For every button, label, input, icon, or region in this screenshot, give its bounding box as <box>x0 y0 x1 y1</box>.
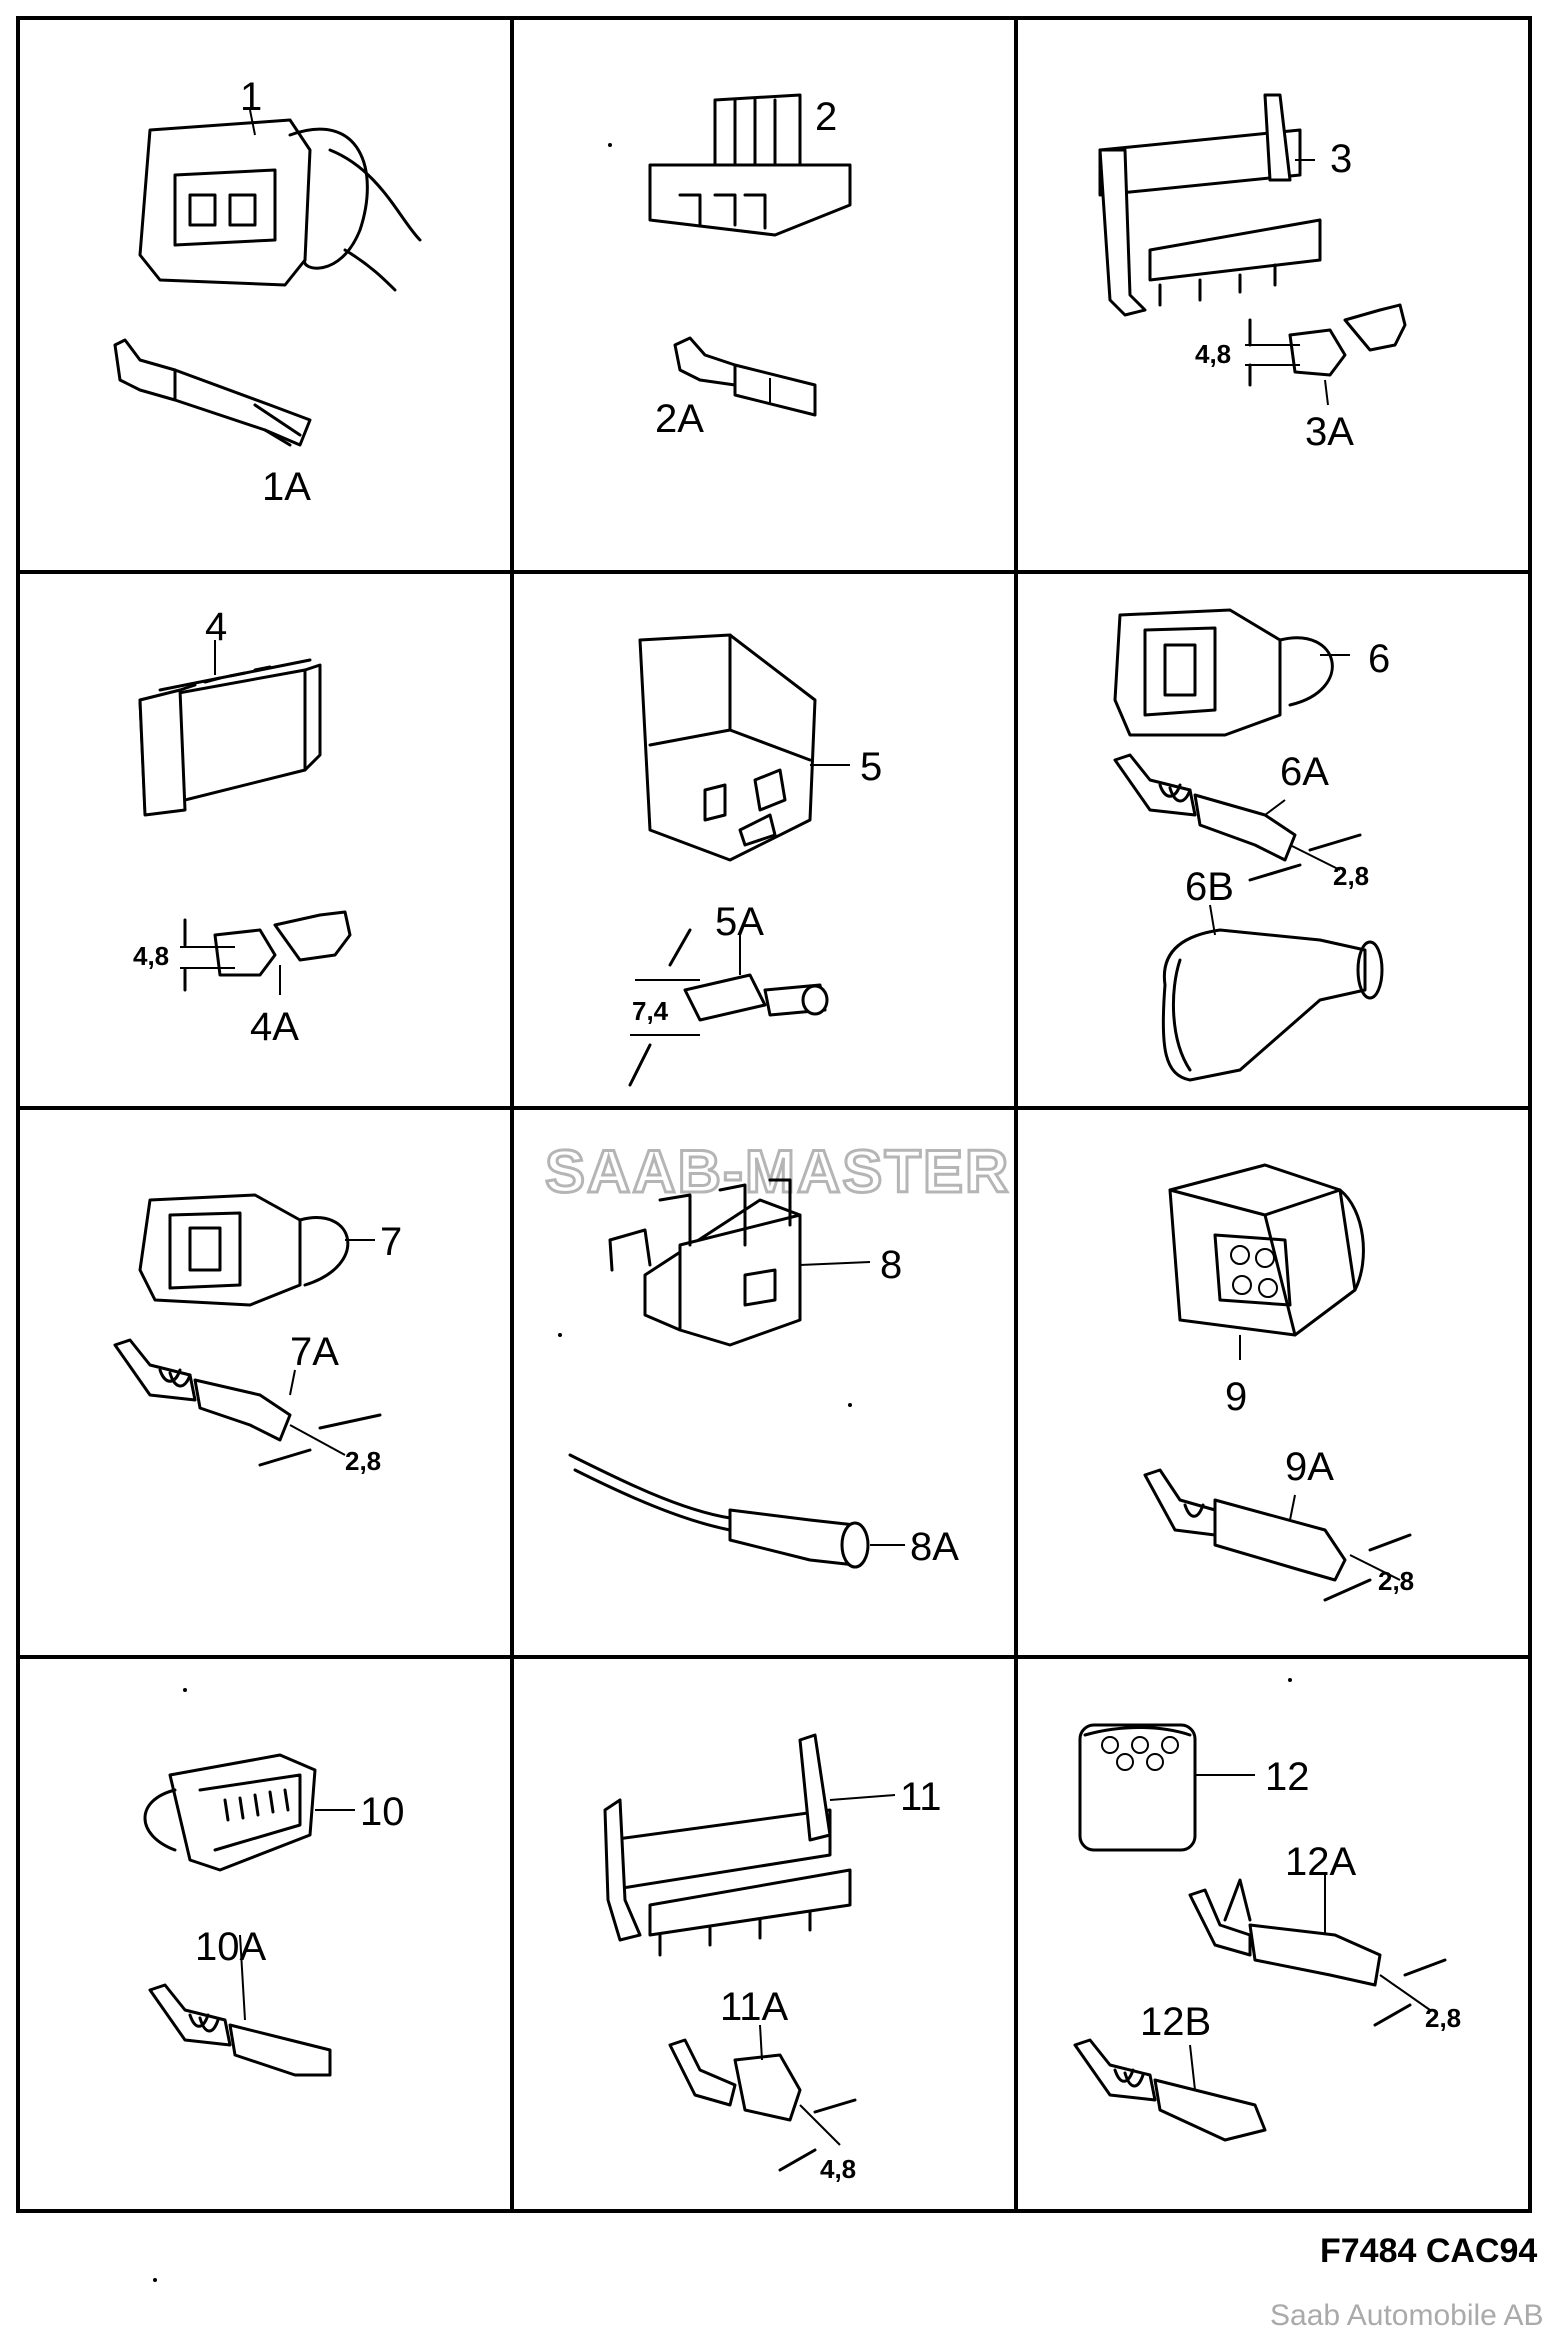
label-6a: 6A <box>1280 750 1329 794</box>
dim-11a: 4,8 <box>820 2154 856 2184</box>
label-1a: 1A <box>262 465 311 509</box>
label-12b: 12B <box>1140 2000 1211 2044</box>
connector-10 <box>143 1753 355 1872</box>
label-2: 2 <box>815 95 837 139</box>
label-5: 5 <box>860 745 882 789</box>
wire-8a <box>568 1453 905 1569</box>
stray-dots <box>153 143 1292 2282</box>
label-10: 10 <box>360 1790 405 1834</box>
terminal-6a <box>1113 753 1362 882</box>
label-11: 11 <box>900 1775 942 1819</box>
connector-12 <box>1078 1723 1255 1852</box>
label-5a: 5A <box>715 900 764 944</box>
connector-6 <box>1113 608 1350 737</box>
dim-6a: 2,8 <box>1333 861 1369 891</box>
label-3: 3 <box>1330 137 1352 181</box>
label-3a: 3A <box>1305 410 1354 454</box>
label-1: 1 <box>240 75 262 119</box>
label-8a: 8A <box>910 1525 959 1569</box>
terminal-12b <box>1073 2038 1267 2142</box>
terminal-5a <box>628 928 829 1087</box>
connector-3 <box>1098 93 1322 317</box>
terminal-4a <box>180 910 352 995</box>
label-4: 4 <box>205 605 227 649</box>
label-9: 9 <box>1225 1375 1247 1419</box>
label-10a: 10A <box>195 1925 266 1969</box>
dim-12a: 2,8 <box>1425 2003 1461 2033</box>
watermark: SAAB-MASTER <box>545 1138 1010 1205</box>
terminal-10a <box>148 1934 332 2077</box>
label-6b: 6B <box>1185 865 1234 909</box>
label-11a: 11A <box>720 1985 789 2029</box>
copyright: Saab Automobile AB <box>1270 2299 1544 2332</box>
connector-9 <box>1168 1163 1365 1360</box>
label-8: 8 <box>880 1243 902 1287</box>
boot-6b <box>1161 904 1384 1082</box>
terminal-7a <box>113 1338 382 1467</box>
label-7a: 7A <box>290 1330 339 1374</box>
label-7: 7 <box>380 1220 402 1264</box>
terminal-11a <box>668 2024 857 2172</box>
terminal-1a <box>113 338 312 447</box>
terminal-12a <box>1188 1875 1447 2027</box>
label-12a: 12A <box>1285 1840 1356 1884</box>
label-2a: 2A <box>655 397 704 441</box>
connector-4 <box>138 640 322 817</box>
connector-7 <box>138 1193 375 1307</box>
terminal-2a <box>673 336 817 417</box>
dim-4a: 4,8 <box>133 941 169 971</box>
dim-7a: 2,8 <box>345 1446 381 1476</box>
dim-3a: 4,8 <box>1195 339 1231 369</box>
label-9a: 9A <box>1285 1445 1334 1489</box>
connector-8 <box>608 1178 871 1347</box>
terminal-9a <box>1143 1468 1412 1602</box>
drawing-code: F7484 CAC94 <box>1320 2232 1537 2270</box>
dim-5a: 7,4 <box>632 996 669 1026</box>
label-6: 6 <box>1368 637 1390 681</box>
connector-5 <box>638 633 850 862</box>
label-12: 12 <box>1265 1755 1310 1799</box>
dim-9a: 2,8 <box>1378 1566 1414 1596</box>
connector-11 <box>603 1733 896 1957</box>
terminal-3a <box>1245 303 1407 406</box>
connector-2 <box>648 93 852 237</box>
label-4a: 4A <box>250 1005 299 1049</box>
connector-1 <box>138 109 422 292</box>
grid-frame <box>16 16 1532 2213</box>
